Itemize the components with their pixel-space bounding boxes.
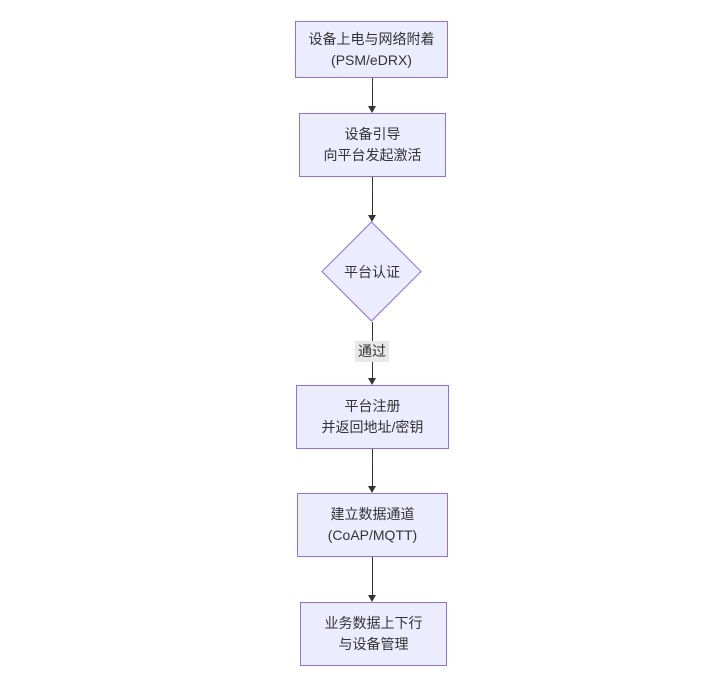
decision-platform-auth-label: 平台认证 bbox=[344, 264, 400, 280]
node-data-channel-line2: (CoAP/MQTT) bbox=[327, 527, 418, 543]
node-bootstrap-line2: 向平台发起激活 bbox=[323, 147, 422, 163]
node-power-on: 设备上电与网络附着 (PSM/eDRX) bbox=[295, 21, 448, 78]
node-register-line2: 并返回地址/密钥 bbox=[321, 419, 424, 435]
node-register-line1: 平台注册 bbox=[344, 398, 401, 414]
node-register: 平台注册 并返回地址/密钥 bbox=[296, 385, 449, 449]
arrowhead-power-to-bootstrap bbox=[367, 106, 376, 113]
edge-bootstrap-to-auth bbox=[372, 177, 373, 215]
node-bootstrap: 设备引导 向平台发起激活 bbox=[299, 113, 446, 177]
node-bootstrap-line1: 设备引导 bbox=[344, 126, 401, 142]
node-business: 业务数据上下行 与设备管理 bbox=[300, 602, 447, 666]
arrowhead-auth-to-register bbox=[367, 378, 376, 385]
node-data-channel: 建立数据通道 (CoAP/MQTT) bbox=[297, 493, 448, 557]
edge-label-pass: 通过 bbox=[355, 341, 389, 362]
edge-register-to-channel bbox=[372, 449, 373, 486]
node-data-channel-line1: 建立数据通道 bbox=[330, 506, 415, 522]
arrowhead-bootstrap-to-auth bbox=[367, 215, 376, 222]
edge-channel-to-business bbox=[372, 557, 373, 595]
node-business-line2: 与设备管理 bbox=[338, 636, 409, 652]
arrowhead-register-to-channel bbox=[367, 486, 376, 493]
edge-power-to-bootstrap bbox=[372, 78, 373, 106]
arrowhead-channel-to-business bbox=[367, 595, 376, 602]
node-power-on-line2: (PSM/eDRX) bbox=[331, 51, 412, 68]
node-business-line1: 业务数据上下行 bbox=[324, 615, 423, 631]
node-power-on-line1: 设备上电与网络附着 bbox=[308, 30, 435, 47]
